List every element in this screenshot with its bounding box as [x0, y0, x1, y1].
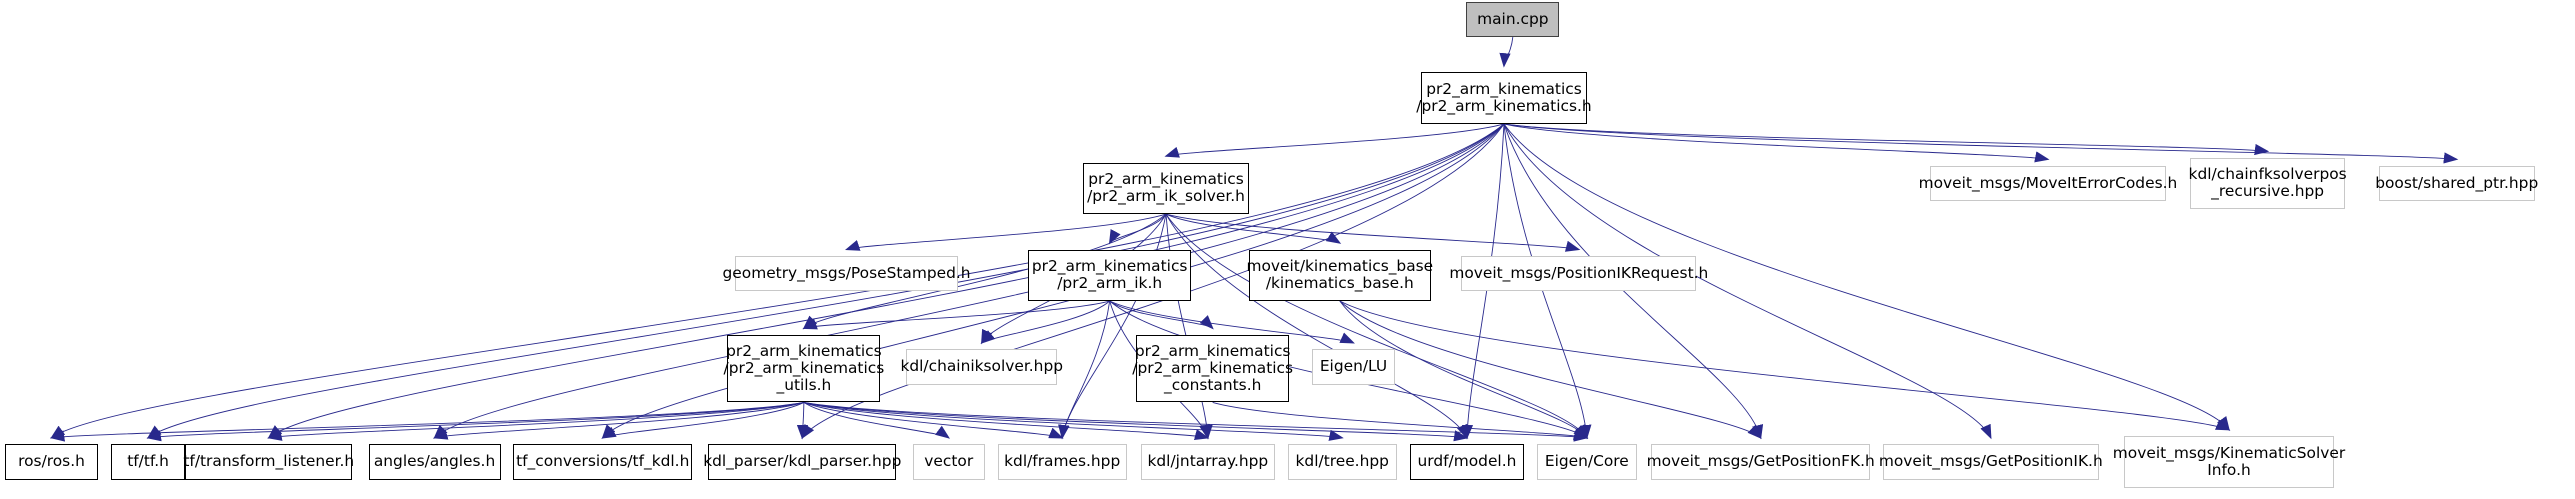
graph-node-get_pos_ik[interactable]: moveit_msgs/GetPositionIK.h	[1879, 444, 2103, 480]
edge-pak_ik_solver-to-eigen_core	[1166, 214, 1588, 440]
edge-pak_ik_solver-to-kin_base	[1166, 214, 1342, 244]
graph-node-tf_tf[interactable]: tf/tf.h	[111, 444, 186, 480]
graph-node-tf_kdl[interactable]: tf_conversions/tf_kdl.h	[513, 444, 693, 480]
edge-pak_h-to-ros_ros	[50, 124, 1504, 439]
edge-pak_ik_h-to-pak_consts	[1110, 301, 1214, 330]
graph-node-get_pos_fk[interactable]: moveit_msgs/GetPositionFK.h	[1647, 444, 1875, 480]
graph-node-kdl_tree[interactable]: kdl/tree.hpp	[1287, 444, 1397, 480]
graph-node-pak_ik_h[interactable]: pr2_arm_kinematics /pr2_arm_ik.h	[1028, 249, 1191, 301]
edge-pak_consts-to-eigen_core	[1213, 402, 1589, 440]
graph-node-pak_consts[interactable]: pr2_arm_kinematics /pr2_arm_kinematics _…	[1132, 334, 1293, 403]
graph-node-pak_ik_solver[interactable]: pr2_arm_kinematics /pr2_arm_ik_solver.h	[1083, 162, 1249, 215]
graph-node-tf_listener[interactable]: tf/transform_listener.h	[183, 444, 354, 480]
graph-node-pak_utils[interactable]: pr2_arm_kinematics /pr2_arm_kinematics _…	[724, 334, 884, 403]
edge-pak_utils-to-eigen_core	[804, 402, 1589, 442]
edge-pak_h-to-kin_solver_info	[1504, 124, 2230, 432]
edge-pak_ik_solver-to-urdf_model	[1166, 214, 1467, 440]
edge-pak_utils-to-kdl_frames	[804, 402, 1064, 437]
edge-kin_base-to-eigen_core	[1340, 301, 1588, 440]
edge-main-to-pak_h	[1499, 37, 1513, 68]
edge-pak_h-to-pak_ik_solver	[1164, 124, 1504, 158]
edge-kin_base-to-get_pos_fk	[1340, 301, 1762, 439]
edge-pak_ik_h-to-eigen_lu	[1110, 301, 1355, 343]
edge-pak_h-to-urdf_model	[1461, 124, 1504, 440]
edge-pak_h-to-tf_tf	[146, 124, 1504, 439]
edge-pak_ik_h-to-chainiksolver	[980, 301, 1110, 344]
graph-node-kdl_jntarray[interactable]: kdl/jntarray.hpp	[1141, 444, 1275, 480]
graph-node-kin_base[interactable]: moveit/kinematics_base /kinematics_base.…	[1246, 249, 1433, 301]
graph-node-pose_stamped[interactable]: geometry_msgs/PoseStamped.h	[723, 255, 971, 292]
graph-node-eigen_core[interactable]: Eigen/Core	[1536, 444, 1637, 480]
edge-pak_utils-to-urdf_model	[804, 402, 1469, 442]
edge-pak_ik_solver-to-kdl_jntarray	[1166, 214, 1213, 440]
graph-node-chainiksolver[interactable]: kdl/chainiksolver.hpp	[900, 349, 1063, 385]
graph-node-pak_h[interactable]: pr2_arm_kinematics /pr2_arm_kinematics.h	[1416, 72, 1592, 124]
edge-pak_ik_solver-to-pos_ik_req	[1166, 214, 1581, 252]
edge-pak_h-to-eigen_core	[1504, 124, 1592, 440]
edge-pak_h-to-get_pos_ik	[1504, 124, 1992, 440]
edge-pak_h-to-get_pos_fk	[1504, 124, 1764, 440]
edge-pak_utils-to-tf_kdl	[601, 402, 804, 439]
graph-node-kdl_parser[interactable]: kdl_parser/kdl_parser.hpp	[703, 444, 901, 480]
graph-node-moveit_err[interactable]: moveit_msgs/MoveItErrorCodes.h	[1919, 165, 2177, 202]
graph-node-pos_ik_req[interactable]: moveit_msgs/PositionIKRequest.h	[1449, 255, 1708, 292]
edge-pak_ik_solver-to-pose_stamped	[845, 214, 1166, 251]
edge-pak_utils-to-kdl_tree	[804, 402, 1344, 441]
edge-pak_utils-to-angles	[432, 402, 804, 440]
graph-node-main[interactable]: main.cpp	[1466, 1, 1560, 38]
graph-node-eigen_lu[interactable]: Eigen/LU	[1311, 349, 1396, 385]
graph-node-boost_ptr[interactable]: boost/shared_ptr.hpp	[2375, 165, 2538, 202]
edge-pak_ik_solver-to-pak_utils	[802, 214, 1166, 330]
graph-node-urdf_model[interactable]: urdf/model.h	[1409, 444, 1525, 480]
edge-pak_utils-to-vector	[804, 402, 951, 439]
graph-node-kdl_frames[interactable]: kdl/frames.hpp	[997, 444, 1127, 480]
edge-pak_h-to-moveit_err	[1504, 124, 2050, 163]
edge-pak_utils-to-kdl_parser	[796, 402, 809, 440]
graph-node-angles[interactable]: angles/angles.h	[368, 444, 501, 480]
edge-pak_utils-to-ros_ros	[49, 402, 804, 442]
edge-pak_utils-to-tf_listener	[267, 402, 804, 441]
edge-pak_utils-to-tf_tf	[146, 402, 804, 442]
graph-node-ros_ros[interactable]: ros/ros.h	[4, 444, 99, 480]
edge-kin_base-to-kin_solver_info	[1340, 301, 2231, 430]
graph-node-chainfk[interactable]: kdl/chainfksolverpos _recursive.hpp	[2189, 157, 2347, 210]
edge-pak_h-to-boost_ptr	[1504, 124, 2459, 164]
edge-pak_utils-to-kdl_jntarray	[804, 402, 1210, 441]
graph-node-vector[interactable]: vector	[912, 444, 985, 480]
edge-pak_h-to-angles	[433, 124, 1504, 439]
graph-node-kin_solver_info[interactable]: moveit_msgs/KinematicSolver Info.h	[2113, 436, 2345, 488]
edge-pak_ik_h-to-kdl_frames	[1058, 301, 1109, 440]
edge-pak_ik_solver-to-kdl_frames	[1058, 214, 1166, 440]
edge-pak_ik_h-to-pak_utils	[802, 301, 1110, 330]
edge-pak_h-to-chainfk	[1504, 124, 2270, 156]
edge-pak_ik_solver-to-pak_ik_h	[1108, 214, 1166, 245]
